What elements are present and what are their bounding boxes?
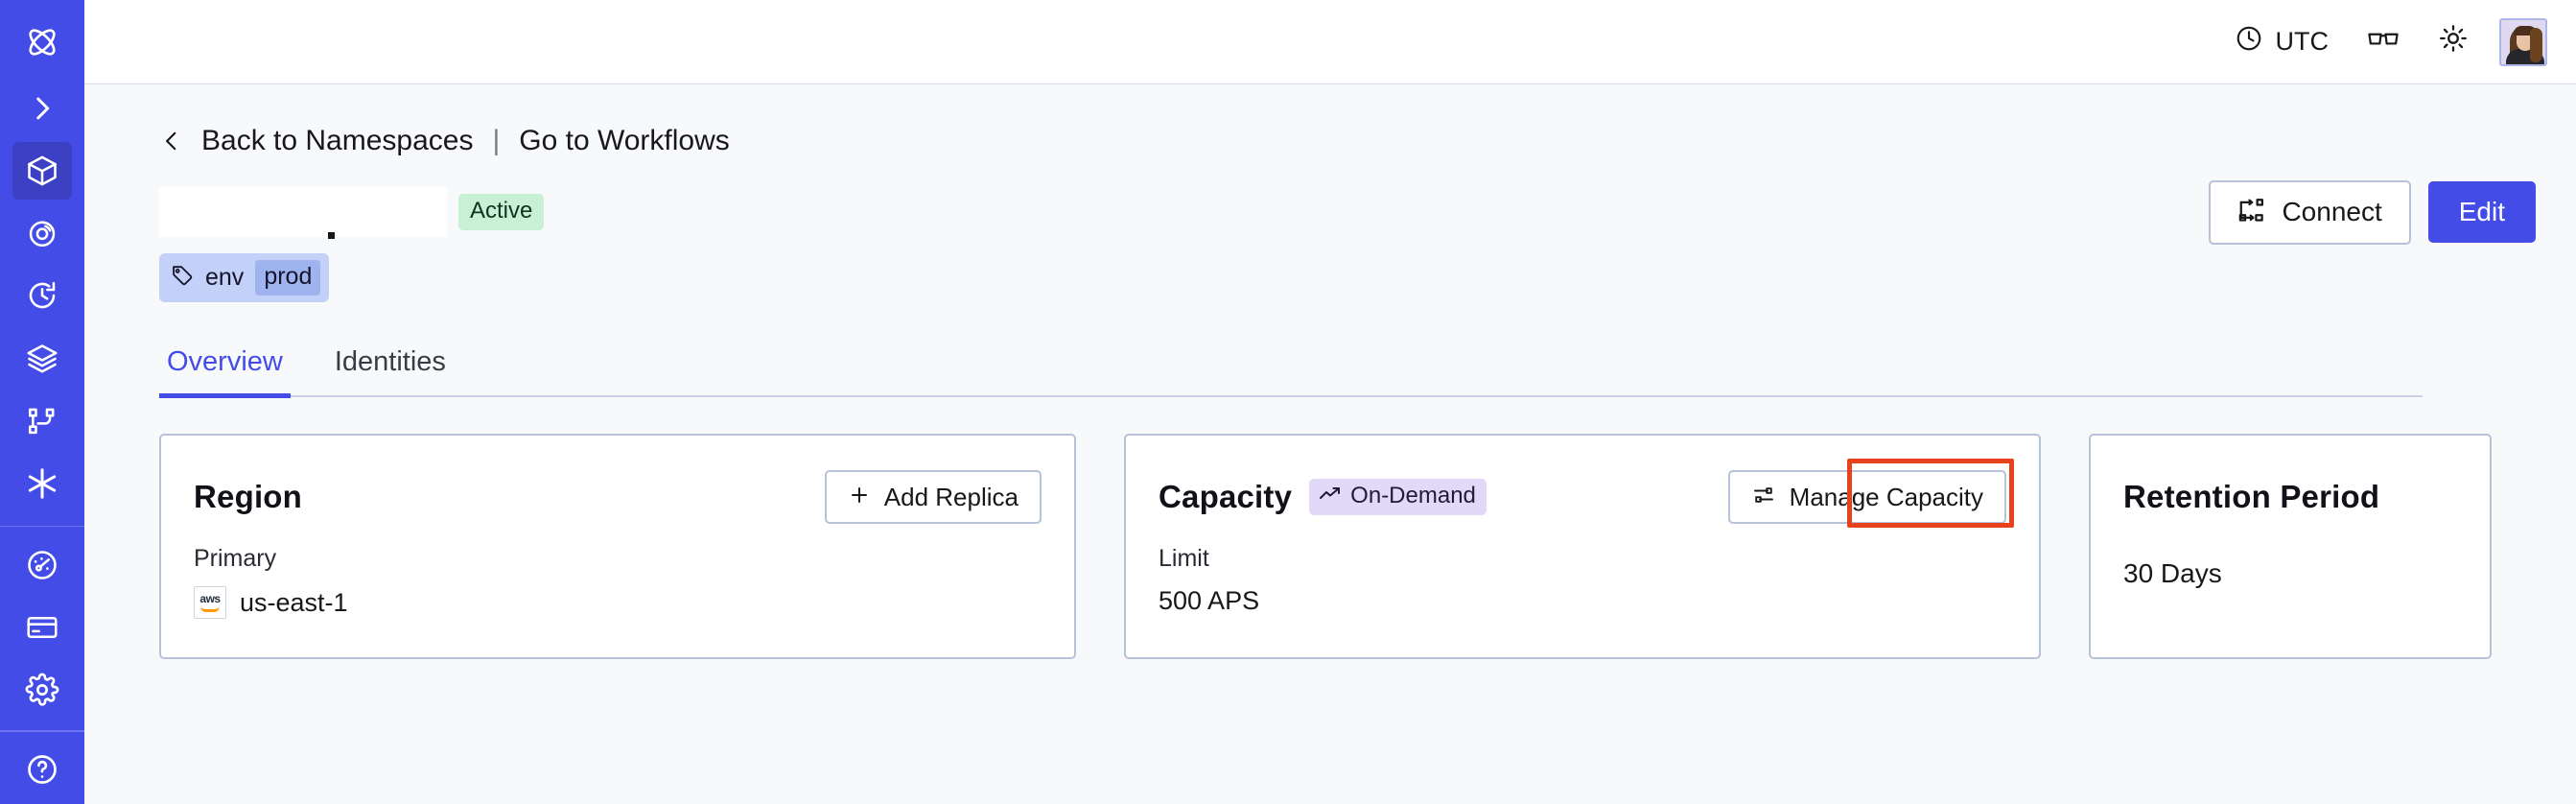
region-primary-label: Primary: [194, 545, 277, 572]
sidebar-item-batch-operations[interactable]: [12, 330, 72, 387]
capacity-card: Capacity On-Demand: [1124, 434, 2041, 659]
sidebar-item-settings[interactable]: [12, 662, 72, 719]
capacity-limit-value: 500 APS: [1159, 586, 1260, 615]
tag-chip-env[interactable]: env prod: [159, 253, 330, 302]
retention-value: 30 Days: [2123, 558, 2222, 588]
aws-logo-icon: aws: [194, 586, 226, 619]
glasses-icon: [2367, 24, 2400, 59]
region-primary-value-row: aws us-east-1: [194, 586, 1042, 619]
feedback-button[interactable]: [2348, 15, 2419, 69]
sidebar-item-nexus[interactable]: [12, 455, 72, 511]
sidebar-item-logo[interactable]: [12, 13, 72, 70]
chevron-right-icon: [26, 92, 59, 125]
tab-overview[interactable]: Overview: [159, 346, 291, 398]
region-primary-value: us-east-1: [240, 587, 348, 617]
breadcrumb-workflows-link[interactable]: Go to Workflows: [519, 125, 730, 156]
manage-capacity-label: Manage Capacity: [1789, 483, 1983, 511]
edit-button[interactable]: Edit: [2427, 181, 2536, 243]
status-badge: Active: [458, 194, 545, 230]
namespace-header-row: Active Co: [159, 179, 2536, 245]
sliders-icon: [1751, 484, 1776, 510]
capacity-mode-label: On-Demand: [1350, 483, 1476, 508]
help-circle-icon: [25, 752, 59, 787]
sidebar-item-expand[interactable]: [12, 80, 72, 136]
title-dot: [328, 232, 335, 239]
capacity-mode-badge: On-Demand: [1309, 479, 1487, 515]
add-replica-button[interactable]: Add Replica: [824, 470, 1042, 524]
gear-icon: [25, 673, 59, 707]
sidebar-item-help[interactable]: [12, 742, 72, 798]
tag-value: prod: [255, 260, 321, 296]
eye-icon: [25, 216, 59, 250]
connect-button[interactable]: Connect: [2209, 179, 2411, 245]
asterisk-icon: [24, 465, 60, 502]
tag-key: env: [205, 264, 245, 291]
sidebar-item-workflows[interactable]: [12, 392, 72, 449]
timer-icon: [25, 278, 59, 313]
manage-capacity-button[interactable]: Manage Capacity: [1727, 470, 2006, 524]
cube-icon: [25, 154, 59, 188]
edit-button-label: Edit: [2458, 197, 2505, 226]
avatar[interactable]: [2499, 17, 2547, 66]
primary-sidebar: [0, 0, 84, 804]
breadcrumb-back-link[interactable]: Back to Namespaces: [201, 125, 474, 156]
plus-icon: [848, 484, 871, 510]
region-card: Region Add Replica: [159, 434, 1076, 659]
git-branch-icon: [26, 405, 59, 437]
retention-card-header: Retention Period: [2123, 470, 2457, 524]
connect-flow-icon: [2237, 198, 2266, 227]
add-replica-label: Add Replica: [883, 483, 1019, 511]
sidebar-item-schedules[interactable]: [12, 268, 72, 324]
page-title: [159, 187, 447, 239]
namespace-tags: env prod: [159, 253, 2536, 302]
timezone-label: UTC: [2275, 27, 2330, 56]
retention-card-title: Retention Period: [2123, 479, 2380, 514]
tab-bar: Overview Identities: [159, 346, 2423, 398]
sun-icon: [2438, 23, 2469, 60]
capacity-card-header: Capacity On-Demand: [1159, 470, 2006, 524]
layers-icon: [25, 342, 59, 376]
theme-toggle-button[interactable]: [2419, 15, 2488, 69]
sidebar-item-observability[interactable]: [12, 205, 72, 262]
sidebar-divider-1: [0, 525, 84, 528]
credit-card-icon: [25, 610, 59, 645]
chevron-left-icon[interactable]: [159, 125, 184, 157]
page-content: Back to Namespaces | Go to Workflows Act…: [84, 84, 2576, 804]
tab-identities[interactable]: Identities: [334, 346, 446, 377]
clock-icon: [2235, 24, 2263, 59]
breadcrumb-separator: |: [492, 125, 501, 156]
main-column: UTC: [84, 0, 2576, 804]
capacity-limit-label: Limit: [1159, 545, 1209, 572]
tag-icon: [171, 264, 194, 292]
sidebar-item-namespaces[interactable]: [12, 142, 72, 200]
sidebar-item-usage[interactable]: [12, 536, 72, 593]
sidebar-divider-2: [0, 729, 84, 732]
retention-card: Retention Period 30 Days: [2089, 434, 2492, 659]
aws-logo-text: aws: [199, 592, 221, 605]
connect-button-label: Connect: [2282, 197, 2382, 226]
sidebar-item-billing[interactable]: [12, 600, 72, 656]
gauge-icon: [25, 548, 59, 582]
breadcrumb[interactable]: Back to Namespaces | Go to Workflows: [159, 125, 730, 157]
temporal-logo-icon: [23, 23, 61, 61]
header-actions: Connect Edit: [2209, 179, 2536, 245]
timezone-selector[interactable]: UTC: [2215, 15, 2349, 69]
trending-up-icon: [1319, 485, 1342, 508]
region-card-header: Region Add Replica: [194, 470, 1042, 524]
overview-cards: Region Add Replica: [159, 434, 2536, 659]
region-card-title: Region: [194, 479, 303, 514]
capacity-card-title: Capacity: [1159, 479, 1293, 514]
top-bar: UTC: [84, 0, 2576, 84]
